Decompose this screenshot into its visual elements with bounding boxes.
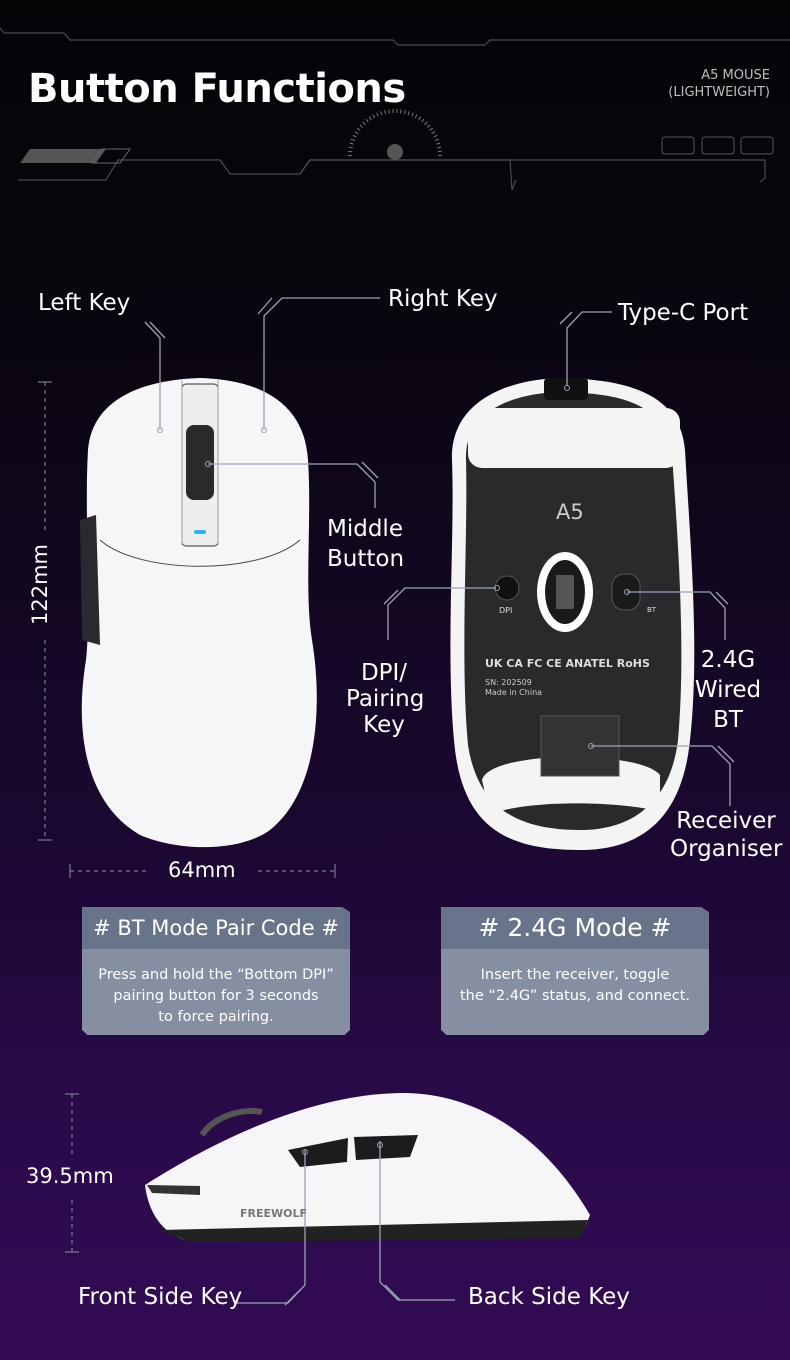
label-line: Pairing [346, 686, 425, 712]
model-marking: A5 [556, 500, 584, 524]
mouse-side-view [145, 1092, 590, 1242]
label-line: Key [363, 712, 405, 738]
dimension-ticks [38, 381, 336, 1253]
height-dimension: 122mm [28, 544, 52, 625]
label-line: Middle [327, 516, 403, 542]
card-line: pairing button for 3 seconds [113, 988, 319, 1004]
card-body: Insert the receiver, toggle the “2.4G” s… [441, 949, 709, 1007]
front-side-key-label: Front Side Key [78, 1284, 243, 1310]
label-line: Button [327, 546, 405, 572]
dimension-lines [44, 382, 335, 1252]
label-line: Organiser [670, 836, 783, 862]
bt-mode-card: # BT Mode Pair Code # Press and hold the… [82, 907, 350, 1035]
subtitle-line: (LIGHTWEIGHT) [668, 85, 770, 100]
wolf-logo-icon [387, 144, 403, 160]
callout-lines [144, 297, 735, 1306]
card-line: Press and hold the “Bottom DPI” [98, 967, 334, 983]
mouse-bottom-view [450, 378, 695, 850]
mode-switch-label: 2.4G Wired BT [690, 645, 766, 735]
header-buttons [661, 136, 774, 155]
back-side-key-label: Back Side Key [468, 1284, 630, 1310]
header-frame [0, 27, 790, 191]
type-c-port-label: Type-C Port [618, 300, 749, 326]
card-line: the “2.4G” status, and connect. [459, 988, 691, 1004]
certification-marks: UK CA FC CE ANATEL RoHS [485, 657, 650, 670]
card-body: Press and hold the “Bottom DPI” pairing … [82, 949, 350, 1028]
label-line: Receiver [676, 808, 776, 834]
receiver-organiser-label: Receiver Organiser [670, 807, 782, 863]
middle-button-label: Middle Button [327, 514, 404, 574]
left-key-label: Left Key [38, 290, 131, 316]
label-line: Wired [694, 677, 762, 703]
mouse-top-view [80, 378, 317, 848]
card-title: # 2.4G Mode # [441, 907, 709, 949]
callout-dots [157, 385, 630, 1155]
serial-info: SN: 202509 Made in China [485, 678, 542, 698]
label-line: DPI/ [360, 660, 408, 686]
bt-marking: BT [647, 606, 657, 614]
product-subtitle: A5 MOUSE (LIGHTWEIGHT) [668, 67, 770, 101]
made-in: Made in China [485, 688, 543, 697]
label-line: 2.4G [700, 647, 756, 673]
2-4g-mode-card: # 2.4G Mode # Insert the receiver, toggl… [441, 907, 709, 1035]
card-title: # BT Mode Pair Code # [82, 907, 350, 949]
card-line: Insert the receiver, toggle [480, 967, 670, 983]
card-line: to force pairing. [158, 1009, 274, 1025]
right-key-label: Right Key [388, 286, 498, 312]
side-height-dimension: 39.5mm [26, 1164, 114, 1188]
header-stripes [20, 148, 131, 164]
brand-logo: FREEWOLF [240, 1207, 308, 1220]
dpi-pairing-key-label: DPI/ Pairing Key [346, 660, 425, 738]
label-line: BT [713, 707, 743, 733]
serial-number: SN: 202509 [485, 678, 532, 687]
subtitle-line: A5 MOUSE [701, 68, 770, 83]
page-title: Button Functions [28, 66, 406, 112]
width-dimension: 64mm [168, 858, 236, 882]
dpi-marking: DPI [499, 606, 513, 615]
